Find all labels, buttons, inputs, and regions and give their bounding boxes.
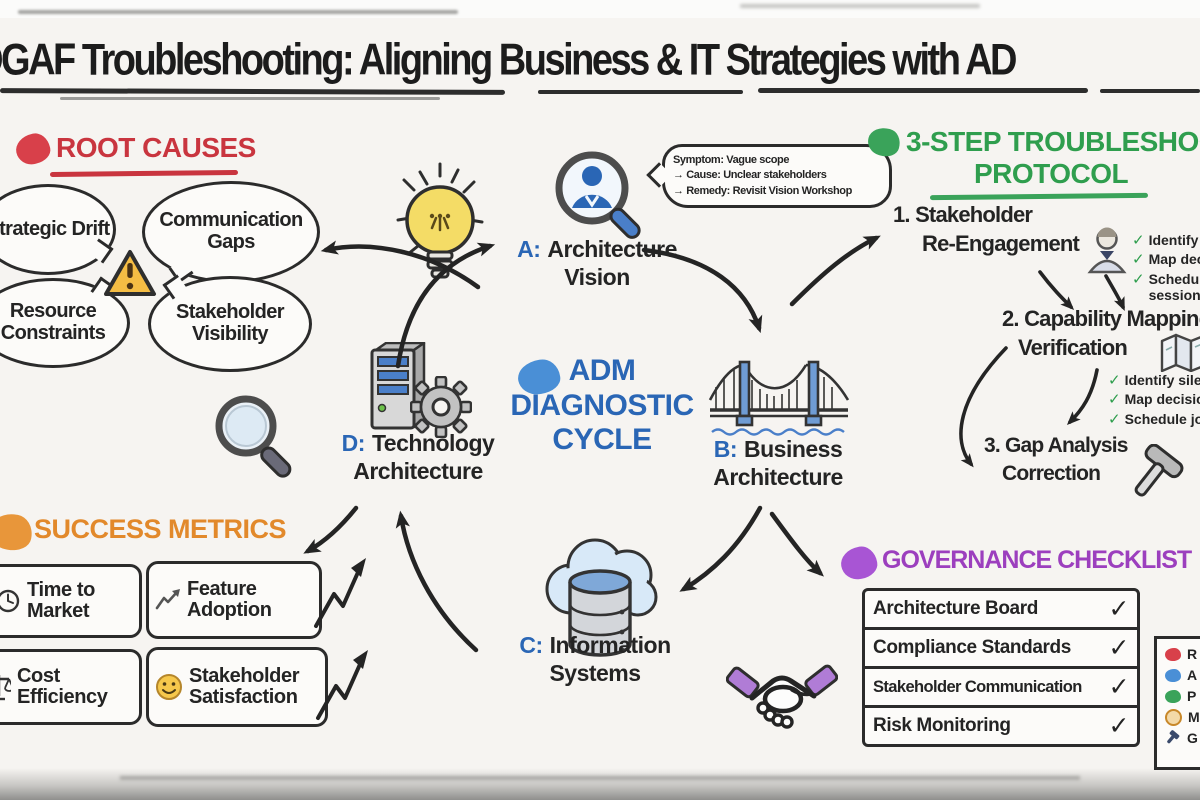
check-icon: ✓ [1132,232,1145,249]
bridge-icon [708,360,850,436]
green-dot-icon [1165,689,1181,703]
root-causes-heading: ROOT CAUSES [56,132,256,163]
legend-box: R A P M G [1154,636,1200,770]
legend-item: A [1165,666,1200,684]
smiley-icon [156,674,182,700]
warning-triangle-icon [104,250,156,296]
check-icon: ✓ [1108,673,1130,701]
check-icon: ✓ [1108,712,1129,740]
diagnosis-line-remedy: → Remedy: Revisit Vision Workshop [673,184,852,197]
map-icon [1160,333,1200,372]
governance-row: Risk Monitoring✓ [873,712,1129,740]
title-underline-1 [0,88,506,95]
trend-up-icon [155,589,180,610]
legend-item: G [1165,729,1200,747]
governance-row: Compliance Standards✓ [865,630,1137,669]
governance-row: Architecture Board✓ [865,591,1137,630]
adm-cycle-title: ADM DIAGNOSTIC CYCLE [510,354,694,456]
database-icon [568,569,632,657]
node-b-letter: B: [713,436,738,462]
protocol-step3-line2: Correction [1002,462,1101,485]
governance-bullet-icon [838,544,880,582]
diagnosis-speech-bubble: Symptom: Vague scope → Cause: Unclear st… [662,144,892,209]
metric-time-to-market: Time to Market [0,564,142,638]
lightbulb-icon [396,162,484,279]
handshake-icon [726,664,838,729]
diagnosis-line-symptom: Symptom: Vague scope [673,154,790,166]
governance-table: Architecture Board✓ Compliance Standards… [862,588,1140,747]
legend-item: R [1165,645,1200,663]
protocol-step2-line2: Verification [1018,335,1128,360]
governance-heading: GOVERNANCE CHECKLIST [882,546,1192,574]
protocol-step1-line2: Re-Engagement [922,231,1080,256]
node-d-label: D:Technology Architecture [341,430,495,484]
protocol-heading-line1: 3-STEP TROUBLESHOOT [906,126,1200,157]
magnifier-icon [215,395,292,478]
protocol-step2-checklist: ✓Identify silent ✓Map decision ✓Schedule… [1108,372,1200,428]
title-underline-echo [60,97,440,100]
title-underline-4 [1100,89,1200,93]
node-a-label: A:Architecture Vision [517,236,677,290]
node-b-label: B:Business Architecture [713,436,843,490]
arrow-step1-to-step2-right [1104,274,1125,311]
check-icon: ✓ [1108,372,1121,389]
node-c-label: C:Information Systems [519,632,671,686]
legend-item: M [1165,708,1200,726]
board-bottom-tray [0,768,1200,800]
arrow-step2-checks-down [1066,368,1099,426]
gear-icon [410,376,472,438]
root-causes-bullet-icon [13,130,53,168]
check-icon: ✓ [1108,410,1121,428]
metric-stakeholder-satisfaction: Stakeholder Satisfaction [146,647,328,727]
title-underline-2 [538,90,743,94]
node-c-letter: C: [519,632,543,658]
protocol-step3-line1: 3. Gap Analysis [984,434,1128,457]
board-top-smudge-2 [740,4,980,8]
protocol-underline [929,192,1149,201]
orange-ring-icon [1165,708,1182,726]
board-top-smudge [18,10,458,14]
node-d-letter: D: [341,430,366,456]
diagnosis-line-cause: → Cause: Unclear stakeholders [673,169,827,182]
growth-zigzag-arrow [314,558,366,628]
check-icon: ✓ [1108,391,1121,409]
protocol-heading-line2: PROTOCOL [974,158,1129,189]
hammer-icon [1134,444,1184,497]
page-title: OGAF Troubleshooting: Aligning Business … [0,36,1017,85]
title-underline-3 [758,88,1088,93]
board-top-edge [0,0,1200,18]
arrow-b-to-governance [769,511,824,577]
balance-scale-icon [0,675,11,701]
arrow-b-to-c [679,505,763,592]
success-metrics-heading: SUCCESS METRICS [34,514,287,544]
root-cause-bubble-stakeholder-visibility: Stakeholder Visibility [148,276,312,372]
board-bottom-smudge [120,776,1080,780]
legend-item: P [1165,687,1200,705]
metric-feature-adoption: Feature Adoption [146,561,322,639]
blue-dot-icon [1165,668,1181,682]
check-icon: ✓ [1132,270,1145,288]
metric-cost-efficiency: Cost Efficiency [0,649,142,725]
stakeholder-person-icon [1087,227,1127,274]
arrow-c-to-d [395,510,479,653]
success-metrics-bullet-icon [0,510,35,554]
governance-row: Stakeholder Communication✓ [865,669,1137,708]
clock-icon [0,589,20,613]
node-a-letter: A: [517,236,541,262]
growth-zigzag-arrow [316,650,368,720]
check-icon: ✓ [1132,251,1145,269]
root-causes-underline [49,170,239,177]
architecture-vision-magnifier-icon [555,151,641,239]
arrow-b-to-protocol [789,235,881,307]
arrow-d-to-metrics [303,505,359,554]
check-icon: ✓ [1108,634,1129,662]
protocol-step2-line1: 2. Capability Mapping [1002,306,1200,331]
protocol-step1-checklist: ✓Identify s ✓Map decis ✓Schedule session [1132,232,1200,303]
arrow-step1-to-step2-left [1038,270,1075,311]
check-icon: ✓ [1108,595,1129,623]
red-dot-icon [1165,647,1181,661]
protocol-step1-line1: 1. Stakeholder [893,202,1033,227]
wrench-icon [1167,730,1180,744]
